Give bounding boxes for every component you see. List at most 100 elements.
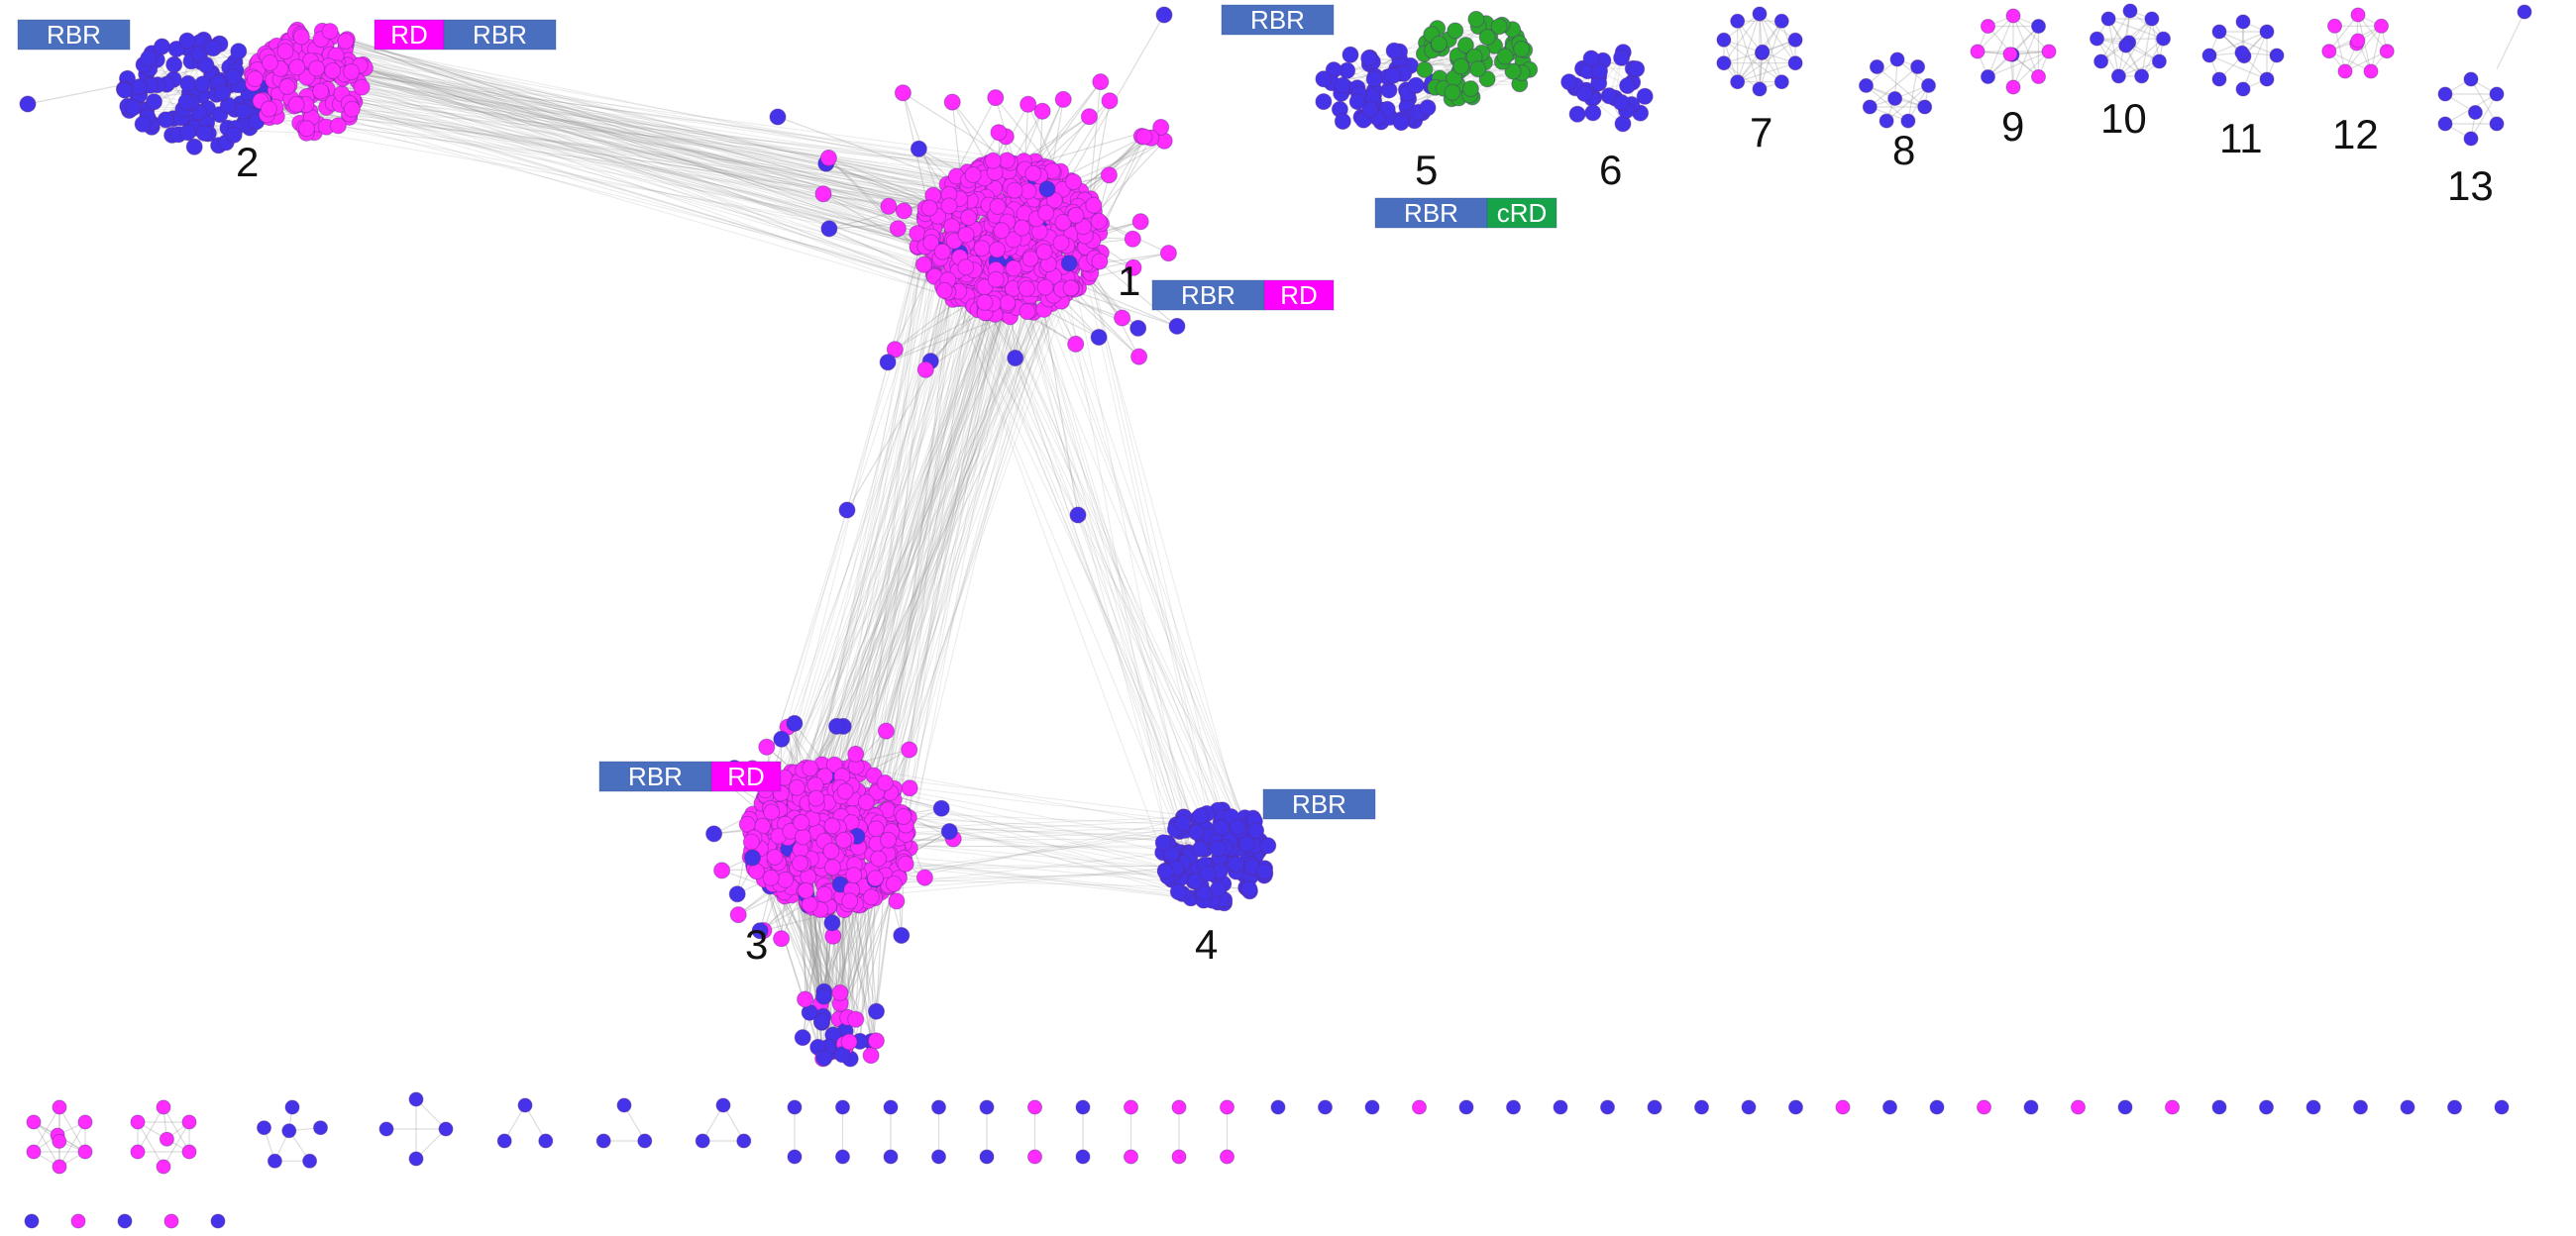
node-rd [1037, 204, 1055, 222]
pair-node [1027, 1099, 1042, 1115]
node-rd [880, 831, 897, 849]
inter-cluster-edge [867, 289, 1063, 874]
node-rbr [2437, 116, 2453, 132]
inter-cluster-edge [271, 49, 1000, 202]
node-rbr [1168, 317, 1186, 335]
node-rd [1092, 73, 1110, 91]
small-cluster-edge [2496, 11, 2525, 70]
node-rbr [616, 1097, 632, 1113]
node-rbr [178, 32, 196, 50]
node-crd [1469, 60, 1487, 78]
node-rbr [2211, 71, 2227, 87]
inter-cluster-edge [276, 45, 952, 221]
singleton-node [70, 1213, 86, 1229]
node-rbr [2110, 68, 2126, 84]
inter-cluster-edge [306, 96, 990, 176]
inter-cluster-edge [309, 47, 967, 293]
inter-cluster-edge [341, 93, 1011, 267]
small-cluster-edge [2470, 93, 2498, 140]
node-rbr [2234, 45, 2250, 60]
node-rd [1021, 250, 1039, 267]
node-rbr [1773, 74, 1789, 90]
inter-cluster-edge [290, 56, 977, 243]
small-cluster-edge [1780, 21, 1796, 63]
node-rd [823, 817, 841, 835]
node-rd [1005, 259, 1022, 277]
node-rbr [2437, 86, 2453, 102]
inter-cluster-edge [1020, 237, 1201, 850]
node-rd [1067, 335, 1085, 353]
small-cluster-edge [1885, 84, 1929, 122]
node-rd [1100, 166, 1118, 184]
inter-cluster-edge [331, 36, 931, 248]
inter-cluster-edge [947, 273, 1171, 875]
node-rbr [214, 84, 232, 102]
node-rd [993, 222, 1011, 240]
singleton-node [1318, 1099, 1333, 1115]
node-rbr [1229, 818, 1246, 836]
node-rd [943, 93, 961, 111]
node-rd [2005, 8, 2021, 24]
node-rbr [705, 825, 723, 843]
inter-cluster-edge [340, 75, 1008, 306]
node-rd [181, 1144, 197, 1160]
singleton-node [1553, 1099, 1568, 1115]
node-rd [762, 869, 780, 886]
node-rbr [1240, 879, 1258, 897]
inter-cluster-edge [317, 63, 1015, 202]
inter-cluster-edge [1069, 184, 1219, 849]
node-rd [819, 150, 837, 166]
node-rbr [2517, 4, 2532, 20]
inter-cluster-edge [863, 247, 918, 844]
small-cluster-edge [1737, 21, 1761, 90]
node-rbr [438, 1121, 454, 1137]
node-rd [130, 1144, 146, 1160]
node-rbr [1255, 863, 1273, 880]
badge-label-rd: RD [1280, 280, 1318, 310]
singleton-node [2400, 1099, 2415, 1115]
node-rd [130, 1114, 146, 1130]
inter-cluster-edge [332, 70, 1026, 178]
node-rbr [2259, 24, 2275, 40]
inter-cluster-edge [819, 294, 983, 829]
node-rbr [1773, 13, 1789, 29]
small-cluster-edge [2357, 14, 2372, 72]
inter-cluster-edge [888, 842, 1176, 869]
node-rd [1080, 108, 1098, 126]
node-rbr [140, 50, 158, 67]
small-cluster-edge [1759, 13, 1796, 64]
node-rd [2005, 79, 2021, 95]
inter-cluster-edge [815, 308, 994, 833]
inter-cluster-edge [360, 64, 979, 264]
node-rd [1062, 279, 1080, 297]
node-rbr [1060, 255, 1078, 272]
inter-cluster-edge [306, 96, 988, 280]
node-rd [815, 885, 833, 903]
inter-cluster-edge [825, 235, 1086, 815]
intra-cluster-edge [1602, 59, 1646, 97]
node-rd [729, 906, 747, 924]
node-rbr [2235, 14, 2251, 30]
inter-cluster-edge [898, 291, 952, 878]
node-rbr [408, 1151, 424, 1167]
pair-node [1075, 1149, 1091, 1165]
inter-cluster-edge [293, 105, 1039, 217]
node-rd [2002, 47, 2018, 62]
inter-cluster-edge [800, 303, 1053, 799]
small-cluster-edge [1866, 84, 1909, 122]
inter-cluster-edge [936, 222, 1206, 850]
small-cluster-edge [2328, 14, 2359, 52]
singleton-node [24, 1213, 40, 1229]
node-rd [845, 867, 863, 884]
node-rd [1035, 243, 1053, 260]
inter-cluster-edge [779, 237, 1021, 824]
node-crd [1478, 29, 1496, 46]
node-rbr [1575, 84, 1593, 102]
domain-badge-topleft: RBR [17, 19, 131, 51]
pair-node [835, 1099, 850, 1115]
node-rd [742, 833, 760, 851]
node-rbr [179, 124, 197, 142]
inter-cluster-edge [345, 49, 1019, 230]
cluster-label-layer: 1 2 3 4 5 6 7 8 9 10 11 12 13 [236, 95, 2494, 968]
singleton-node [1882, 1099, 1897, 1115]
